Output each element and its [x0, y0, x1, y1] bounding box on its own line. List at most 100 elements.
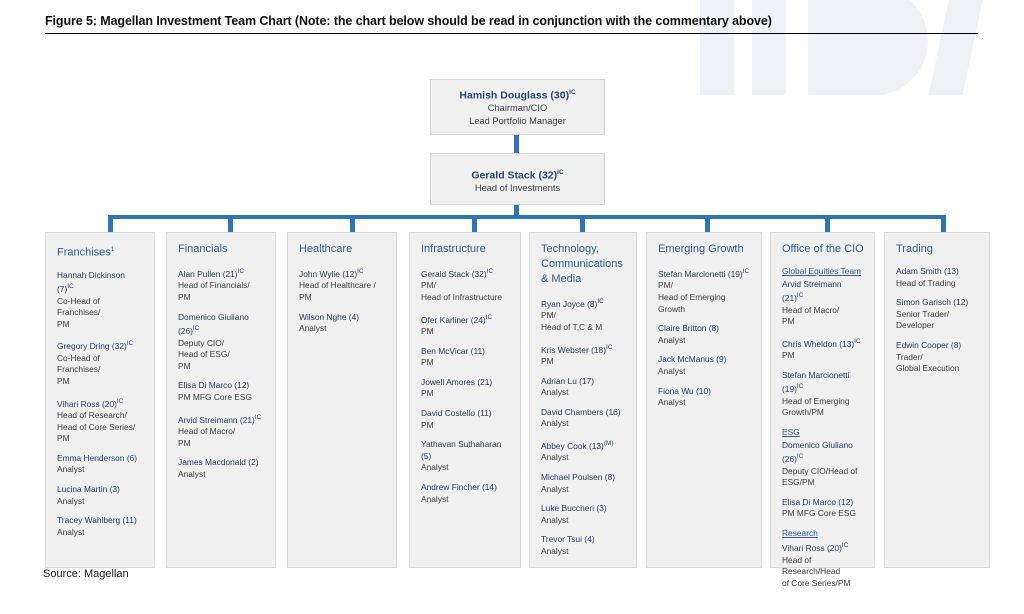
ic-marker: IC: [485, 313, 493, 321]
person-name: Yathavan Suthaharan (5): [421, 439, 502, 461]
person-name: James Macdonald (2): [178, 457, 259, 468]
person-role: Deputy CIO/Head of: [782, 465, 858, 476]
connector-drop: [580, 215, 585, 233]
person-role: Co-Head of Franchises/: [57, 295, 101, 318]
person-entry: Emma Henderson (6)Analyst: [57, 453, 144, 476]
dept-title: Technology, Communications & Media: [541, 243, 623, 285]
person-role: Head of Trading: [896, 277, 956, 288]
person-role: Head of Research/Head: [782, 554, 841, 577]
person-role: PM: [57, 318, 70, 329]
person-role: Analyst: [541, 387, 569, 398]
person-role: Deputy CIO/: [178, 337, 225, 348]
person-role: PM: [178, 291, 191, 302]
person-name: Kris Webster (18)IC: [541, 343, 613, 355]
ic-marker: IC: [742, 268, 750, 275]
dept-title: Office of the CIO: [782, 243, 864, 255]
person-name: David Costello (11): [421, 407, 492, 418]
person-role: Head of Healthcare /: [299, 280, 376, 291]
person-name: Luke Buccheri (3): [541, 503, 607, 514]
person-entry: Jack McManus (9)Analyst: [658, 354, 751, 377]
ic-marker: IC: [126, 340, 134, 348]
person-entry: Tracey Wahlberg (11)Analyst: [57, 515, 144, 538]
person-role: Co-Head of Franchises/: [57, 352, 101, 375]
person-role: Head of Macro/: [782, 304, 840, 315]
person-name: Tracey Wahlberg (11): [57, 515, 137, 526]
person-role: Analyst: [541, 483, 569, 494]
person-name: Ben McVicar (11): [421, 345, 485, 356]
ic-marker: IC: [67, 283, 74, 291]
source-note: Source: Magellan: [43, 568, 129, 580]
connector-vertical: [514, 205, 519, 219]
person-name: Elisa Di Marco (12): [178, 380, 250, 391]
person-role: Head of Research/: [57, 409, 127, 420]
person-entry: Luke Buccheri (3)Analyst: [541, 503, 626, 526]
person-role: Developer: [896, 320, 935, 331]
person-role: Global Execution: [896, 363, 960, 374]
person-entry: Adrian Lu (17)Analyst: [541, 376, 626, 399]
person-name: Ofer Karliner (24)IC: [421, 313, 493, 325]
person-name: Gerald Stack (32)IC: [421, 268, 494, 279]
figure-title: Figure 5: Magellan Investment Team Chart…: [45, 14, 772, 28]
dept-title: Infrastructure: [421, 243, 486, 255]
person-name: Elisa Di Marco (12): [782, 496, 854, 507]
person-role: Analyst: [541, 514, 569, 525]
org-node-head-of-investments: Gerald Stack (32)IC Head of Investments: [430, 153, 605, 205]
person-name: Hamish Douglass (30)IC: [459, 89, 576, 102]
person-entry: David Chambers (16)Analyst: [541, 407, 626, 430]
person-entry: Edwin Cooper (8)Trader/Global Execution: [896, 340, 979, 375]
dept-title: Emerging Growth: [658, 243, 744, 255]
person-name: Lucina Martin (3): [57, 483, 120, 494]
person-entry: Elisa Di Marco (12)PM MFG Core ESG: [178, 380, 265, 403]
connector-drop: [350, 215, 355, 233]
person-role: Head of Emerging: [782, 395, 850, 406]
person-entry: Lucina Martin (3)Analyst: [57, 484, 144, 507]
connector-drop: [108, 215, 113, 233]
person-role: Head of Investments: [474, 182, 561, 193]
person-role: Analyst: [57, 526, 85, 537]
person-entry: Wilson Nghe (4)Analyst: [299, 312, 386, 335]
person-role: Head of Emerging Growth: [658, 291, 726, 314]
person-role: Analyst: [421, 493, 449, 504]
person-entry: Michael Poulsen (8)Analyst: [541, 472, 626, 495]
ic-marker: IC: [254, 413, 262, 421]
dept-title: Trading: [896, 243, 933, 255]
person-role: Senior Trader/: [896, 308, 950, 319]
title-divider: [45, 33, 978, 34]
dept-title: Healthcare: [299, 243, 353, 255]
person-role: PM: [421, 388, 434, 399]
ic-marker: IC: [557, 169, 564, 176]
connector-drop: [705, 215, 710, 233]
person-entry: Yathavan Suthaharan (5)Analyst: [421, 439, 510, 474]
person-role: Analyst: [541, 418, 569, 429]
person-name: Trevor Tsui (4): [541, 534, 595, 545]
person-role: PM MFG Core ESG: [178, 391, 252, 402]
connector-horizontal-bus: [108, 215, 946, 219]
person-role: Chairman/CIO: [487, 102, 548, 113]
ic-marker: IC: [796, 453, 804, 461]
person-entry: Abbey Cook (13)(M)Analyst: [541, 438, 626, 464]
dept-title: Franchises1: [57, 246, 115, 259]
ic-marker: IC: [357, 268, 364, 275]
person-name: Jack McManus (9): [658, 354, 727, 365]
person-name: Arvid Streimann (21)IC: [178, 413, 262, 425]
ic-marker: IC: [854, 337, 861, 345]
person-role: Analyst: [178, 468, 206, 479]
person-name: Chris Wheldon (13)IC: [782, 337, 861, 349]
person-entry: Adam Smith (13)Head of Trading: [896, 266, 979, 289]
person-entry: Andrew Fincher (14)Analyst: [421, 482, 510, 505]
person-entry: Fiona Wu (10)Analyst: [658, 386, 751, 409]
person-name: Gregory Dring (32)IC: [57, 340, 134, 352]
person-role: PM: [421, 357, 434, 368]
